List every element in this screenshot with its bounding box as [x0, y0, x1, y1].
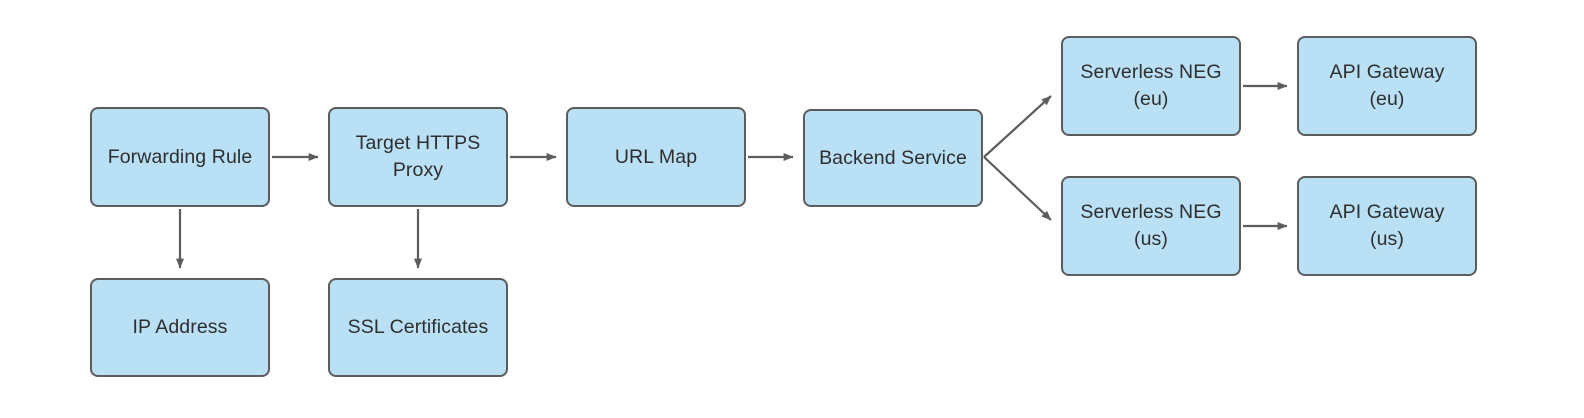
node-label-backend-service: Backend Service	[819, 146, 967, 169]
node-ssl-certificates[interactable]: SSL Certificates	[328, 278, 508, 377]
node-label-target-https-proxy: Target HTTPS Proxy	[355, 132, 481, 181]
node-url-map[interactable]: URL Map	[566, 107, 746, 207]
node-label-forwarding-rule: Forwarding Rule	[107, 145, 253, 168]
node-label-api-gateway-eu: API Gateway (eu)	[1329, 61, 1445, 110]
node-label-ssl-certificates: SSL Certificates	[347, 316, 489, 339]
node-api-gateway-eu[interactable]: API Gateway (eu)	[1297, 36, 1477, 136]
node-api-gateway-us[interactable]: API Gateway (us)	[1297, 176, 1477, 276]
edge-backend-service-to-serverless-neg-us	[983, 156, 1052, 221]
node-label-url-map: URL Map	[614, 145, 698, 168]
node-label-ip-address: IP Address	[132, 316, 228, 339]
node-forwarding-rule[interactable]: Forwarding Rule	[90, 107, 270, 207]
edge-backend-service-to-serverless-neg-eu	[983, 95, 1052, 158]
node-ip-address[interactable]: IP Address	[90, 278, 270, 377]
node-label-serverless-neg-eu: Serverless NEG (eu)	[1080, 61, 1222, 110]
node-serverless-neg-us[interactable]: Serverless NEG (us)	[1061, 176, 1241, 276]
node-label-api-gateway-us: API Gateway (us)	[1329, 201, 1445, 250]
node-target-https-proxy[interactable]: Target HTTPS Proxy	[328, 107, 508, 207]
node-label-serverless-neg-us: Serverless NEG (us)	[1080, 201, 1222, 250]
node-serverless-neg-eu[interactable]: Serverless NEG (eu)	[1061, 36, 1241, 136]
node-backend-service[interactable]: Backend Service	[803, 109, 983, 207]
